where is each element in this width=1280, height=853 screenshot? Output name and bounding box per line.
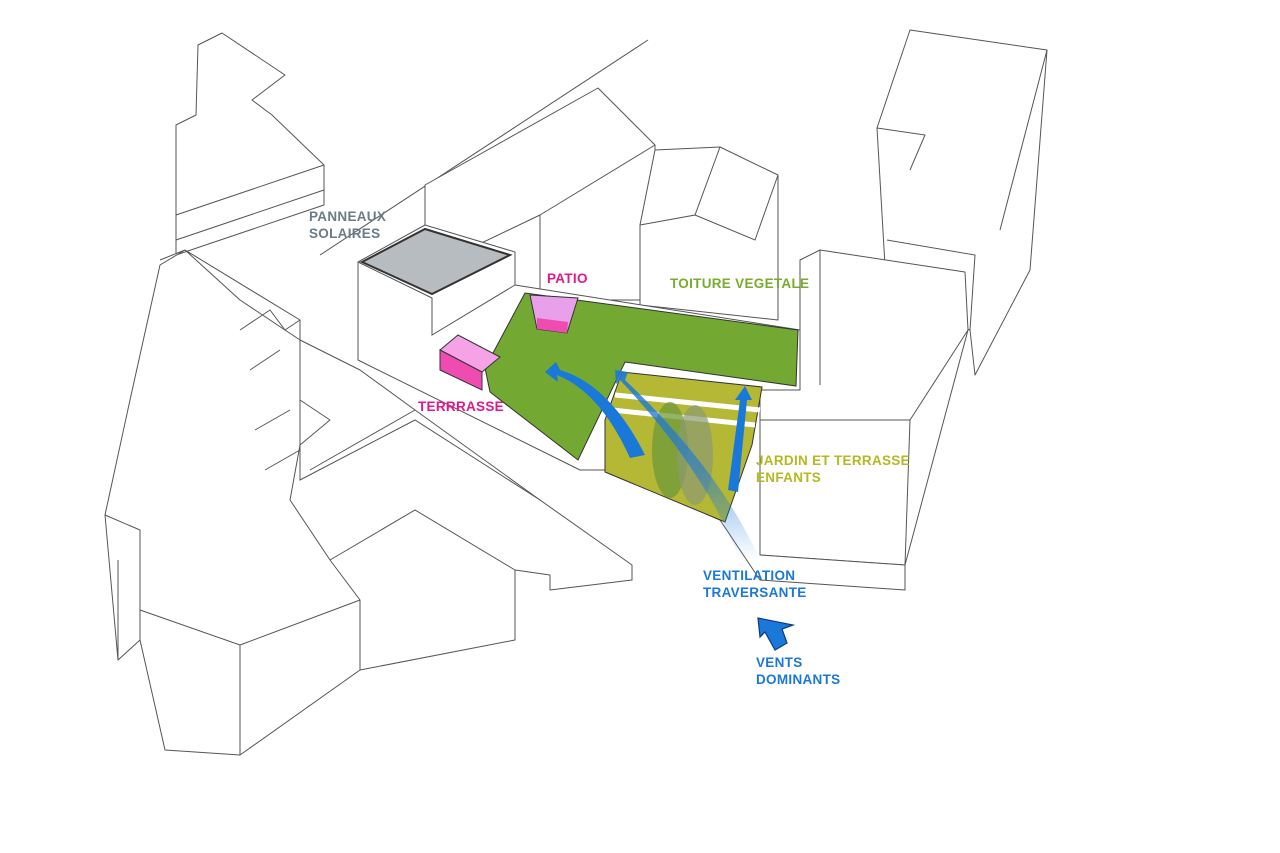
label-garden-line2: ENFANTS [756, 470, 822, 485]
prevailing-wind-arrow-icon [757, 617, 796, 651]
label-garden-line1: JARDIN ET TERRASSE [756, 453, 910, 468]
label-garden: JARDIN ET TERRASSE ENFANTS [756, 452, 910, 486]
label-ventilation: VENTILATION TRAVERSANTE [703, 567, 807, 601]
label-solar-panels: PANNEAUX SOLAIRES [309, 208, 386, 242]
label-ventilation-line2: TRAVERSANTE [703, 585, 807, 600]
patio-volume [529, 294, 579, 334]
ventilation-arrow-vertical [728, 386, 752, 492]
label-green-roof: TOITURE VEGETALE [670, 276, 810, 291]
ventilation-arrow-diagonal [615, 370, 760, 560]
street-line [319, 39, 649, 256]
left-buildings [104, 32, 633, 756]
ventilation-arrow-curved [545, 362, 645, 458]
label-patio: PATIO [547, 271, 588, 286]
ventilation-arrows [545, 362, 760, 560]
back-buildings [424, 29, 1048, 566]
label-terrace: TERRRASSE [418, 399, 504, 414]
label-solar-line2: SOLAIRES [309, 226, 381, 241]
label-winds-line1: VENTS [756, 655, 803, 670]
label-winds-line2: DOMINANTS [756, 672, 841, 687]
solar-panel [359, 227, 513, 296]
terrace-volume [439, 334, 501, 391]
label-prevailing-winds: VENTS DOMINANTS [756, 654, 840, 688]
label-ventilation-line1: VENTILATION [703, 568, 796, 583]
label-solar-line1: PANNEAUX [309, 209, 387, 224]
